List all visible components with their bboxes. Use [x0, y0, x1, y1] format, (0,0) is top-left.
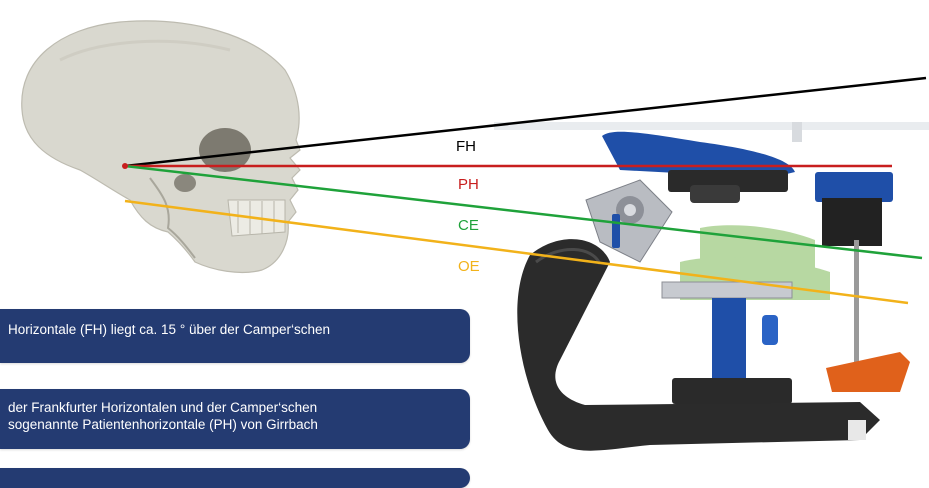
label-ce: CE	[458, 218, 479, 233]
label-ph: PH	[458, 177, 479, 192]
info-box-fh-description: Horizontale (FH) liegt ca. 15 ° über der…	[0, 309, 470, 363]
skull-image	[22, 21, 300, 273]
info-box-ph-description: der Frankfurter Horizontalen und der Cam…	[0, 389, 470, 449]
label-fh: FH	[456, 139, 476, 154]
porion-point	[122, 163, 128, 169]
info-box-partial	[0, 468, 470, 488]
articulator-image	[494, 122, 929, 451]
info-box-line: der Frankfurter Horizontalen und der Cam…	[8, 399, 470, 416]
info-box-line: Horizontale (FH) liegt ca. 15 ° über der…	[8, 321, 470, 338]
label-oe: OE	[458, 259, 480, 274]
info-box-line: sogenannte Patientenhorizontale (PH) von…	[8, 416, 470, 433]
